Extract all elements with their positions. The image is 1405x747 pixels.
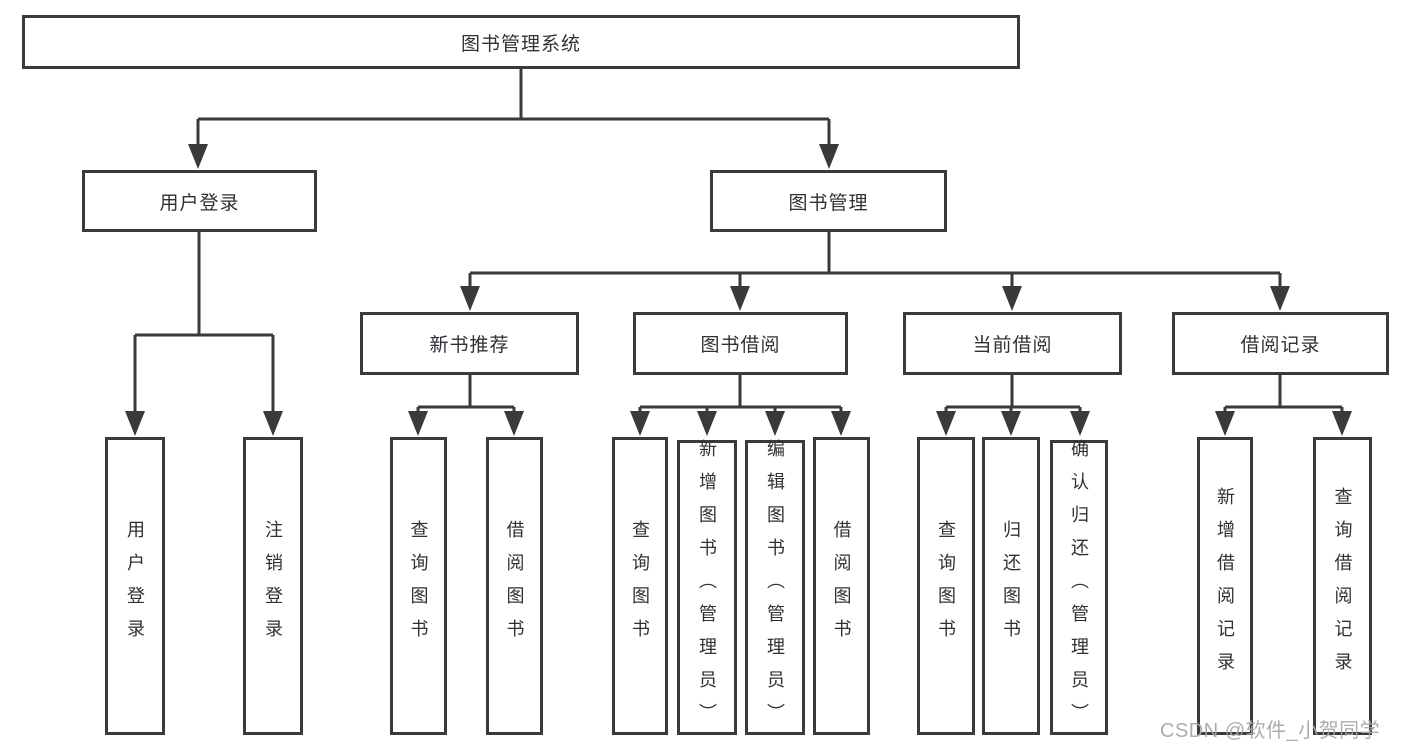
connector-book-borrowing-to-children: [638, 375, 843, 417]
arrow-down-icon: [936, 411, 956, 436]
node-current-borrowing: 当前借阅: [903, 312, 1122, 375]
node-label: 用户登录: [125, 520, 145, 652]
node-label: 归还图书: [1001, 520, 1021, 652]
node-user-login: 用户登录: [82, 170, 317, 232]
arrow-down-icon: [408, 411, 428, 436]
arrow-down-icon: [730, 286, 750, 311]
arrow-down-icon: [1332, 411, 1352, 436]
node-confirm-return-admin: 确认归还（管理员）: [1050, 439, 1108, 736]
node-label: 查询图书: [630, 520, 650, 652]
arrow-down-icon: [697, 411, 717, 436]
node-borrow-books: 借阅图书: [486, 437, 543, 735]
arrow-down-icon: [630, 411, 650, 436]
arrow-down-icon: [819, 144, 839, 169]
node-query-books: 查询图书: [612, 437, 668, 735]
connector-new-book-to-children: [416, 375, 516, 417]
arrow-down-icon: [188, 144, 208, 169]
node-borrowing-records: 借阅记录: [1172, 312, 1389, 375]
arrow-down-icon: [1270, 286, 1290, 311]
node-user-login-action: 用户登录: [105, 437, 165, 735]
node-label: 编辑图书（管理员）: [765, 439, 785, 736]
node-label: 借阅图书: [504, 520, 525, 652]
arrow-down-icon: [1002, 286, 1022, 311]
node-add-books-admin: 新增图书（管理员）: [677, 439, 737, 736]
node-label: 注销登录: [263, 520, 283, 652]
node-logout-action: 注销登录: [243, 437, 303, 735]
node-label: 借阅图书: [831, 520, 852, 652]
arrow-down-icon: [831, 411, 851, 436]
node-label: 新增图书（管理员）: [697, 439, 717, 736]
node-edit-books-admin: 编辑图书（管理员）: [745, 439, 805, 736]
connector-book-management-to-level3: [468, 232, 1282, 293]
node-label: 查询图书: [936, 520, 956, 652]
arrow-down-icon: [1001, 411, 1021, 436]
node-book-management: 图书管理: [710, 170, 947, 232]
node-return-books: 归还图书: [982, 437, 1040, 735]
node-query-books: 查询图书: [390, 437, 447, 735]
arrowheads: [125, 144, 1352, 436]
node-book-borrowing: 图书借阅: [633, 312, 848, 375]
arrow-down-icon: [504, 411, 524, 436]
arrow-down-icon: [263, 411, 283, 436]
arrow-down-icon: [1070, 411, 1090, 436]
node-query-books: 查询图书: [917, 437, 975, 735]
arrow-down-icon: [125, 411, 145, 436]
connector-current-borrowing-to-children: [944, 375, 1082, 417]
node-label: 新增借阅记录: [1215, 487, 1235, 685]
connector-user-login-to-children: [133, 232, 275, 417]
node-query-borrow-record: 查询借阅记录: [1313, 437, 1372, 735]
connector-borrowing-records-to-children: [1223, 375, 1344, 417]
csdn-watermark: CSDN @软件_小贺同学: [1160, 720, 1381, 742]
arrow-down-icon: [765, 411, 785, 436]
node-new-book-recommend: 新书推荐: [360, 312, 579, 375]
node-label: 查询图书: [408, 520, 429, 652]
node-label: 查询借阅记录: [1332, 487, 1353, 685]
node-library-management-system: 图书管理系统: [22, 15, 1020, 69]
node-add-borrow-record: 新增借阅记录: [1197, 437, 1253, 735]
arrow-down-icon: [1215, 411, 1235, 436]
connector-root-to-level2: [196, 69, 831, 150]
node-label: 确认归还（管理员）: [1069, 439, 1089, 736]
node-borrow-books: 借阅图书: [813, 437, 870, 735]
arrow-down-icon: [460, 286, 480, 311]
